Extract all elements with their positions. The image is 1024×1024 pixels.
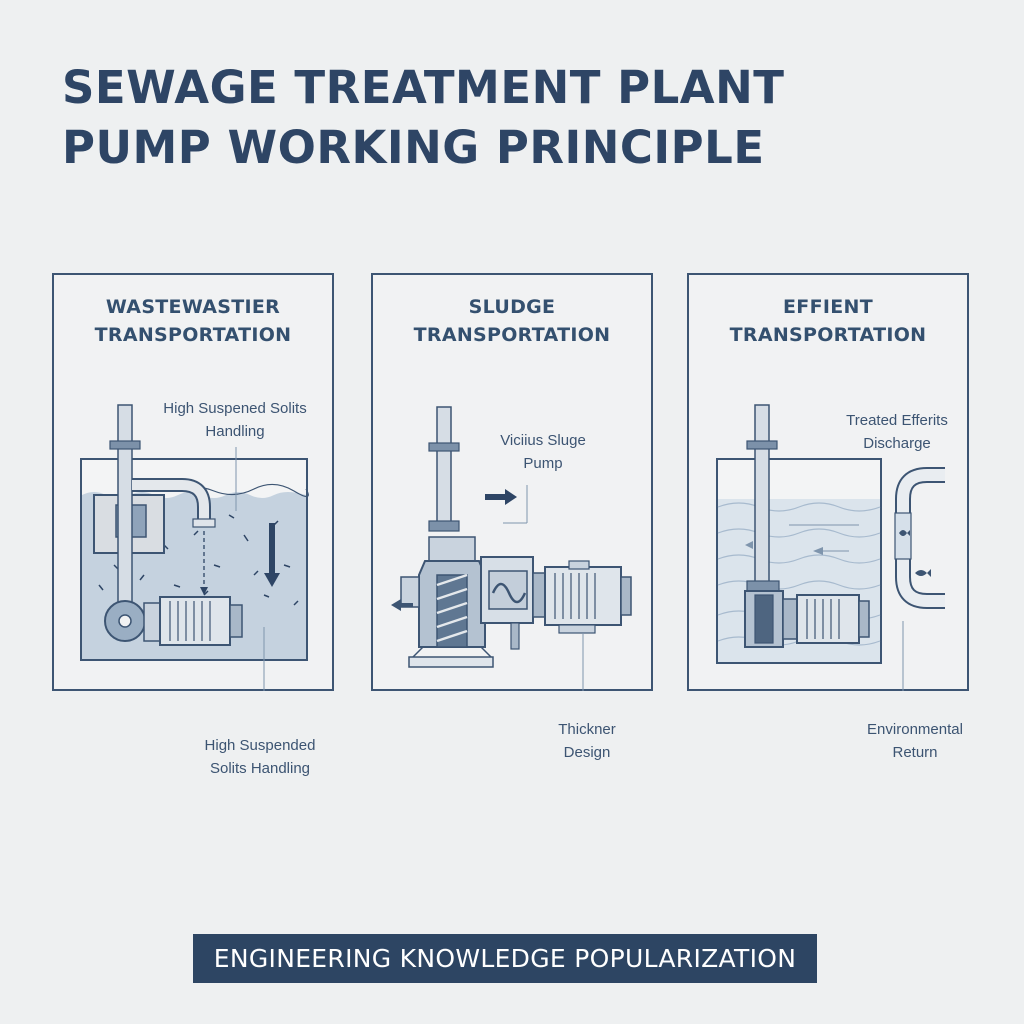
wastewater-pump-diagram <box>80 404 309 691</box>
wastewater-callout-inner: High Suspened Solits Handling <box>163 400 307 440</box>
effluent-callout-outer: Environmental Return <box>867 721 963 761</box>
effluent-panel: EFFIENT TRANSPORTATION <box>687 273 969 691</box>
page-title-line-1: SEWAGE TREATMENT PLANT <box>62 61 785 114</box>
page-title-line-2: PUMP WORKING PRINCIPLE <box>62 121 765 174</box>
effluent-pump-diagram <box>716 404 945 691</box>
wastewater-callout-outer: High Suspended Solits Handling <box>204 737 316 777</box>
sludge-callout-inner: Viciius Sluge Pump <box>500 432 586 472</box>
effluent-panel-title: EFFIENT TRANSPORTATION <box>729 296 927 346</box>
sludge-pump-diagram <box>391 406 632 691</box>
page-title: SEWAGE TREATMENT PLANT PUMP WORKING PRIN… <box>62 58 784 178</box>
sludge-callout-outer: Thickner Design <box>558 721 616 761</box>
wastewater-panel: WASTEWASTIER TRANSPORTATION <box>52 273 334 691</box>
sludge-panel-title: SLUDGE TRANSPORTATION <box>413 296 611 346</box>
wastewater-panel-title: WASTEWASTIER TRANSPORTATION <box>94 296 292 346</box>
sludge-panel: SLUDGE TRANSPORTATION <box>371 273 653 691</box>
effluent-callout-inner: Treated Efferits Discharge <box>846 412 948 452</box>
footer-banner: ENGINEERING KNOWLEDGE POPULARIZATION <box>193 934 817 983</box>
